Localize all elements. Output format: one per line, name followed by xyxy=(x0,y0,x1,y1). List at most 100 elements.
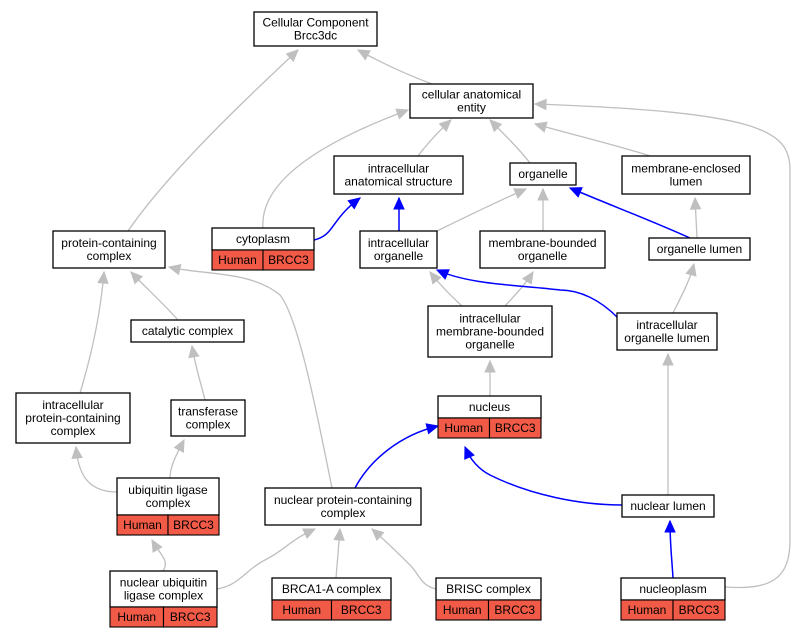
node-organelle-lumen[interactable]: organelle lumen xyxy=(648,237,751,261)
node-ubiquitin-ligase-complex-gene-label: BRCC3 xyxy=(173,518,214,532)
node-transferase-complex-label-line: complex xyxy=(186,418,231,432)
edge-ulc-ipcc xyxy=(75,446,118,493)
edge-ulc-tc-arrowhead xyxy=(173,438,185,453)
edge-mel-cae-arrowhead xyxy=(533,121,548,133)
node-catalytic-complex-box xyxy=(130,319,245,343)
edge-org-cae-arrowhead xyxy=(489,119,503,133)
node-nucleoplasm-species-label: Human xyxy=(628,603,667,617)
node-organelle-lumen-label-line: organelle lumen xyxy=(657,242,742,256)
node-nuclear-ubiquitin-ligase-complex-gene-cell xyxy=(162,606,218,628)
edge-nl-iol-arrowhead xyxy=(662,352,674,366)
node-membrane-enclosed-lumen-label-line: lumen xyxy=(670,175,703,189)
node-intracellular-membrane-bounded-organelle-label-line: organelle xyxy=(465,338,515,352)
node-brisc-complex-label-line: BRISC complex xyxy=(446,582,531,596)
edge-ol-mel-arrowhead xyxy=(689,196,702,210)
node-intracellular-protein-containing-complex-box xyxy=(15,392,131,444)
node-intracellular-organelle-box xyxy=(359,230,438,269)
edge-nulc-npcc xyxy=(216,528,316,590)
node-intracellular-organelle-label-line: organelle xyxy=(374,249,424,263)
node-transferase-complex-label-line: transferase xyxy=(178,405,238,419)
node-membrane-enclosed-lumen-box xyxy=(621,155,751,195)
node-root-label-line: Cellular Component xyxy=(262,16,369,30)
node-brisc-complex-gene-cell xyxy=(487,599,542,621)
edge-cat-pcc-arrowhead xyxy=(130,271,144,285)
node-cytoplasm-gene-label: BRCC3 xyxy=(268,253,309,267)
node-intracellular-membrane-bounded-organelle-label-line: membrane-bounded xyxy=(436,325,544,339)
edge-cyto-ias-arrowhead xyxy=(347,197,361,210)
node-brca1-a-complex-gene-cell xyxy=(330,599,392,621)
node-nucleoplasm-gene-label: BRCC3 xyxy=(679,603,720,617)
edge-nulc-ulc-arrowhead xyxy=(151,538,163,553)
node-nucleoplasm-label-line: nucleoplasm xyxy=(639,582,706,596)
node-intracellular-protein-containing-complex-label-line: intracellular xyxy=(42,398,103,412)
edge-mbo-org-arrowhead xyxy=(537,187,549,201)
node-protein-containing-complex-box xyxy=(52,230,166,269)
node-nuclear-ubiquitin-ligase-complex-label-line: nuclear ubiquitin xyxy=(120,576,207,590)
node-nuclear-protein-containing-complex-box xyxy=(264,487,422,526)
edge-np-nl-arrowhead xyxy=(664,519,676,533)
node-intracellular-anatomical-structure-label-line: anatomical structure xyxy=(344,175,452,189)
node-nucleus-species-label: Human xyxy=(444,421,483,435)
edge-imbo-mbo-arrowhead xyxy=(521,270,534,285)
node-catalytic-complex-label-line: catalytic complex xyxy=(142,324,233,338)
node-nucleus-label-line: nucleus xyxy=(469,400,510,414)
node-cytoplasm-label-line: cytoplasm xyxy=(236,232,290,246)
edge-npcc-nuc xyxy=(354,425,439,489)
edge-imbo-io-arrowhead xyxy=(429,271,442,285)
node-nuclear-protein-containing-complex-label-line: complex xyxy=(321,506,366,520)
node-intracellular-protein-containing-complex-label-line: complex xyxy=(51,424,96,438)
edge-ias-cae-arrowhead xyxy=(438,119,452,133)
node-nuclear-ubiquitin-ligase-complex-species-label: Human xyxy=(117,610,156,624)
edge-ol-org xyxy=(569,187,691,239)
node-cellular-anatomical-entity-label-line: cellular anatomical xyxy=(422,88,521,102)
node-intracellular-organelle-lumen-label-line: intracellular xyxy=(636,318,697,332)
node-nucleus-gene-cell xyxy=(488,417,542,439)
node-brca1-a-complex-species-label: Human xyxy=(282,603,321,617)
node-organelle[interactable]: organelle xyxy=(509,162,577,186)
node-brca1-a-complex-label-line: BRCA1-A complex xyxy=(282,582,381,596)
edge-nl-nuc-arrowhead xyxy=(464,445,475,460)
node-nuclear-ubiquitin-ligase-complex-box xyxy=(109,570,218,608)
node-catalytic-complex[interactable]: catalytic complex xyxy=(130,319,245,343)
node-brisc-complex-gene-label: BRCC3 xyxy=(494,603,535,617)
node-organelle-lumen-box xyxy=(648,237,751,261)
node-protein-containing-complex-label-line: complex xyxy=(87,249,132,263)
edge-brca-npcc-arrowhead xyxy=(333,527,345,541)
edge-io-org xyxy=(436,188,527,232)
edge-cae-root-arrowhead xyxy=(356,49,371,61)
node-intracellular-anatomical-structure-box xyxy=(333,155,464,195)
node-brca1-a-complex-gene-label: BRCC3 xyxy=(341,603,382,617)
node-cellular-anatomical-entity-label-line: entity xyxy=(457,101,486,115)
edge-npcc-nuc-arrowhead xyxy=(425,423,440,435)
node-membrane-bounded-organelle-box xyxy=(479,230,606,269)
node-cytoplasm-species-label: Human xyxy=(218,253,257,267)
edge-nulc-npcc-arrowhead xyxy=(302,528,317,540)
node-ubiquitin-ligase-complex-gene-cell xyxy=(167,514,220,536)
edge-brisc-npcc xyxy=(371,528,437,590)
node-intracellular-organelle-lumen-label-line: organelle lumen xyxy=(624,331,709,345)
node-ubiquitin-ligase-complex-label-line: ubiquitin ligase xyxy=(128,483,208,497)
node-nuclear-ubiquitin-ligase-complex-gene-label: BRCC3 xyxy=(170,610,211,624)
node-nuclear-lumen[interactable]: nuclear lumen xyxy=(621,494,715,518)
node-intracellular-protein-containing-complex-label-line: protein-containing xyxy=(25,411,120,425)
